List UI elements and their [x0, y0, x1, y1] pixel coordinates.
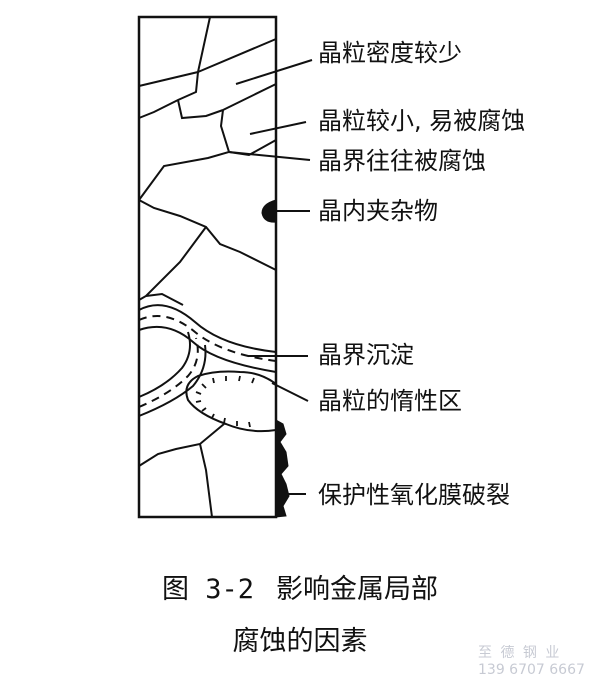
inclusion-particle — [261, 199, 277, 223]
figure-caption-line1: 图 3-2 影响金属局部 — [0, 572, 600, 608]
grain-boundaries — [138, 16, 277, 306]
grain-boundary — [199, 443, 213, 518]
metal-specimen-outline — [137, 15, 278, 519]
grain-boundary — [222, 83, 277, 111]
label-grain-density-low: 晶粒密度较少 — [318, 39, 462, 67]
grain-boundary — [145, 292, 184, 306]
label-intragranular-inclusion: 晶内夹杂物 — [318, 197, 438, 225]
oxide-film-rupture — [275, 419, 290, 518]
lower-grain-boundaries — [138, 423, 225, 518]
grain-boundary — [138, 423, 225, 467]
leader-line-grain-boundary — [228, 151, 311, 161]
precipitate-bands — [138, 304, 277, 417]
inert-zone-outline — [185, 370, 277, 433]
label-grain-inert-zone: 晶粒的惰性区 — [318, 387, 462, 415]
grain-boundary — [177, 99, 224, 120]
watermark-company: 至 德 钢 业 — [478, 645, 562, 661]
grain-boundary — [138, 226, 207, 301]
leader-line-grain-density — [235, 59, 313, 85]
label-small-grain-corroded: 晶粒较小, 易被腐蚀 — [318, 107, 526, 135]
precipitate-band-edge — [138, 304, 277, 353]
figure-number: 图 3-2 — [161, 574, 255, 605]
leader-line-small-grain — [249, 121, 307, 135]
precipitate-band-edge — [138, 326, 277, 373]
precipitate-band-centerline — [138, 315, 277, 362]
leader-lines — [228, 59, 313, 495]
precipitate-band-edge — [138, 344, 207, 417]
grain-boundary — [138, 16, 211, 87]
watermark-phone: 139 6707 6667 — [478, 662, 585, 678]
label-passive-film-rupture: 保护性氧化膜破裂 — [318, 481, 510, 509]
precipitate-band-edge — [138, 331, 191, 398]
figure-title-part1: 影响金属局部 — [276, 574, 439, 605]
label-grain-boundary-precipitation: 晶界沉淀 — [318, 341, 414, 369]
grain-boundary — [138, 109, 231, 201]
label-grain-boundary-corroded: 晶界往往被腐蚀 — [318, 147, 486, 175]
inert-zone-hatching — [195, 375, 255, 428]
precipitate-band-centerline — [138, 337, 199, 408]
figure-caption-line2: 腐蚀的因素 — [232, 626, 368, 657]
leader-line-inert-zone — [271, 382, 309, 402]
grain-boundary — [138, 199, 277, 271]
grain-boundary — [197, 38, 277, 73]
